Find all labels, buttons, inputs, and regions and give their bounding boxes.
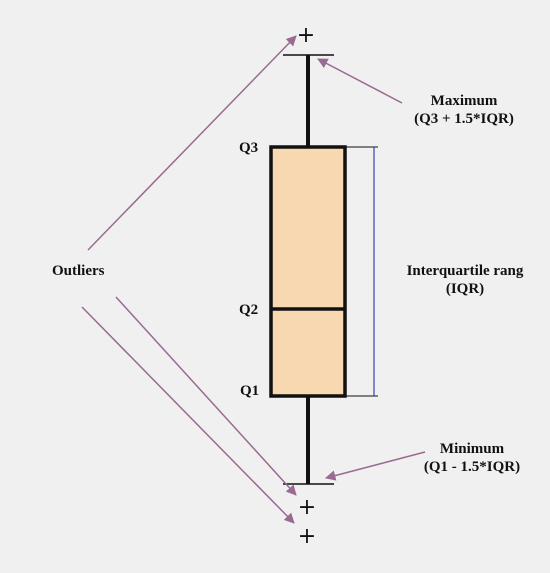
maximum-title: Maximum bbox=[430, 93, 498, 109]
iqr-box bbox=[269, 145, 347, 398]
outlier-marker-lower-2: + bbox=[297, 524, 317, 549]
outliers-label: Outliers bbox=[52, 263, 105, 279]
maximum-formula: (Q3 + 1.5*IQR) bbox=[414, 111, 514, 127]
arrow-to-lower-outlier-2 bbox=[81, 306, 295, 524]
iqr-label: Interquartile rang (IQR) bbox=[390, 262, 540, 298]
q1-label: Q1 bbox=[240, 383, 260, 399]
outlier-marker-lower-1: + bbox=[297, 495, 317, 520]
arrow-to-maximum bbox=[317, 58, 403, 104]
arrow-to-top-outlier bbox=[87, 35, 297, 251]
arrow-to-minimum bbox=[324, 451, 426, 481]
outlier-marker-top: + bbox=[296, 23, 316, 48]
minimum-title: Minimum bbox=[439, 441, 505, 457]
iqr-title: Interquartile rang bbox=[406, 263, 524, 279]
q3-label: Q3 bbox=[239, 140, 259, 156]
iqr-abbr: (IQR) bbox=[445, 281, 485, 297]
minimum-formula: (Q1 - 1.5*IQR) bbox=[423, 459, 521, 475]
q2-label: Q2 bbox=[239, 302, 259, 318]
minimum-label: Minimum (Q1 - 1.5*IQR) bbox=[402, 440, 542, 476]
maximum-label: Maximum (Q3 + 1.5*IQR) bbox=[394, 92, 534, 128]
arrow-to-lower-outlier-1 bbox=[115, 296, 297, 496]
